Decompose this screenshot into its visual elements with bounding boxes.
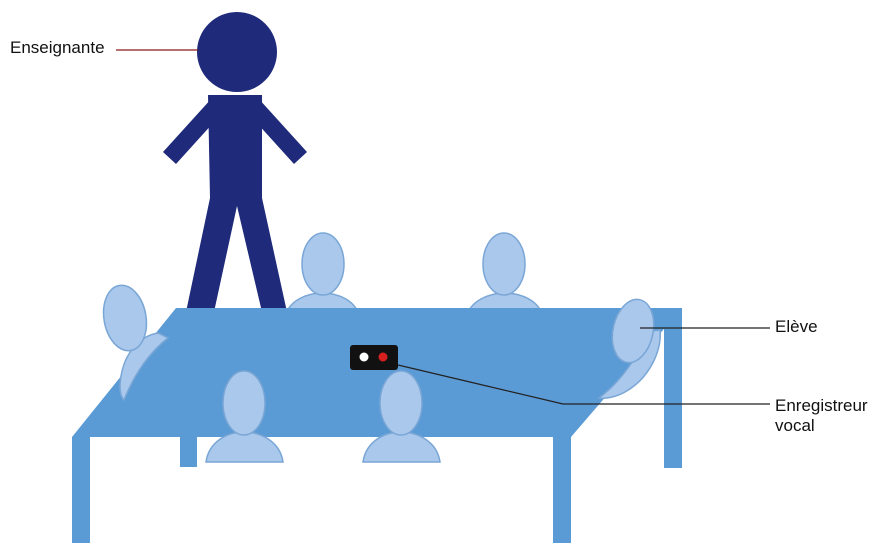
recorder-label: Enregistreur vocal: [775, 396, 868, 436]
teacher-right-arm: [256, 98, 307, 164]
student-back-right: [466, 233, 543, 318]
voice-recorder-icon: [350, 345, 398, 370]
recorder-label-line2: vocal: [775, 416, 868, 436]
student-label: Elève: [775, 317, 818, 337]
teacher-head: [197, 12, 277, 92]
recorder-white-led: [360, 353, 369, 362]
teacher-label: Enseignante: [10, 38, 105, 58]
table-top: [72, 308, 682, 437]
student-back-left: [285, 233, 360, 318]
teacher-left-arm: [163, 98, 214, 164]
teacher-figure-icon: [163, 12, 307, 312]
recorder-label-line1: Enregistreur: [775, 396, 868, 416]
recorder-red-led: [379, 353, 388, 362]
